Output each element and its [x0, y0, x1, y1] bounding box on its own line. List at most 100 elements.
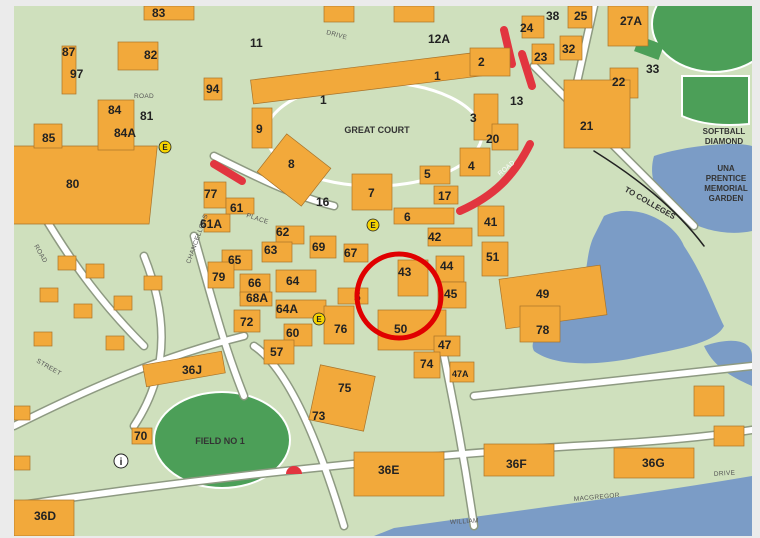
building-57[interactable] — [263, 339, 295, 365]
label-78: 78 — [536, 323, 550, 337]
building-s10[interactable] — [14, 455, 31, 471]
great-court-label: GREAT COURT — [344, 125, 410, 135]
building-21[interactable] — [563, 79, 631, 149]
building-68a[interactable] — [239, 291, 273, 307]
building-9[interactable] — [251, 107, 273, 149]
building-94[interactable] — [203, 77, 223, 101]
building-69[interactable] — [309, 235, 337, 259]
building-51[interactable] — [481, 241, 509, 277]
building-s4[interactable] — [73, 303, 93, 319]
label-43: 43 — [398, 265, 412, 279]
label-20: 20 — [486, 132, 500, 146]
building-41[interactable] — [477, 205, 505, 237]
building-80[interactable] — [14, 145, 158, 225]
building-36e[interactable] — [353, 451, 445, 497]
label-83: 83 — [152, 6, 166, 20]
label-84: 84 — [108, 103, 122, 117]
building-8[interactable] — [256, 133, 332, 207]
building-s7[interactable] — [143, 275, 163, 291]
info-icon[interactable] — [113, 453, 129, 469]
lift-icon[interactable] — [366, 218, 380, 232]
building-61a[interactable] — [203, 213, 231, 233]
building-5[interactable] — [419, 165, 451, 185]
label-8: 8 — [288, 157, 295, 171]
building-32[interactable] — [559, 35, 583, 61]
building-47[interactable] — [433, 335, 461, 357]
building-25[interactable] — [567, 6, 593, 29]
label-94: 94 — [206, 82, 220, 96]
building-64[interactable] — [275, 269, 317, 293]
label-9: 9 — [256, 122, 263, 136]
building-77[interactable] — [203, 181, 227, 209]
building-s9[interactable] — [14, 405, 31, 421]
building-6[interactable] — [393, 207, 455, 225]
building-87[interactable] — [61, 45, 77, 95]
building-23[interactable] — [531, 43, 555, 65]
label-25: 25 — [574, 9, 588, 23]
garden-label-2: PRENTICE — [706, 174, 747, 183]
lift-symbol: E — [316, 315, 322, 324]
building-s3[interactable] — [39, 287, 59, 303]
building-s13[interactable] — [323, 6, 355, 23]
building-s5[interactable] — [33, 331, 53, 347]
building-2[interactable] — [469, 47, 511, 77]
building-70[interactable] — [131, 427, 153, 445]
building-5b[interactable] — [337, 287, 369, 305]
building-24[interactable] — [521, 15, 545, 39]
label-22: 22 — [612, 75, 626, 89]
lift-icon[interactable] — [312, 312, 326, 326]
label-44: 44 — [440, 259, 454, 273]
building-75[interactable] — [308, 364, 376, 432]
building-44[interactable] — [435, 255, 465, 283]
building-42[interactable] — [427, 227, 473, 247]
building-27a[interactable] — [607, 6, 649, 47]
building-17[interactable] — [433, 185, 459, 205]
building-82[interactable] — [117, 41, 159, 71]
campus-map[interactable]: i E E E GREAT COURT FIELD NO 1 SOFTBALL … — [14, 6, 752, 536]
building-s1[interactable] — [57, 255, 77, 271]
building-79[interactable] — [207, 261, 235, 289]
lift-icon[interactable] — [158, 140, 172, 154]
building-s6[interactable] — [113, 295, 133, 311]
label-60: 60 — [286, 326, 300, 340]
building-4[interactable] — [459, 147, 491, 177]
label-77: 77 — [204, 187, 218, 201]
building-78[interactable] — [519, 305, 561, 343]
building-s14[interactable] — [393, 6, 435, 23]
lift-symbol: E — [162, 143, 168, 152]
building-47a[interactable] — [449, 361, 475, 383]
building-20[interactable] — [491, 123, 519, 151]
building-61[interactable] — [225, 197, 255, 215]
building-74[interactable] — [413, 351, 441, 379]
label-27a: 27A — [620, 14, 642, 28]
map-markers: i E E E — [113, 140, 380, 474]
label-38: 38 — [546, 9, 560, 23]
building-36f[interactable] — [483, 443, 555, 477]
building-s8[interactable] — [105, 335, 125, 351]
label-97: 97 — [70, 67, 84, 81]
label-1a: 1 — [320, 93, 327, 107]
road-label-drive-b: DRIVE — [714, 469, 736, 477]
label-7: 7 — [368, 186, 375, 200]
building-s12[interactable] — [713, 425, 745, 447]
label-50: 50 — [394, 322, 408, 336]
label-64a: 64A — [276, 302, 298, 316]
label-47a: 47A — [452, 369, 469, 379]
label-64: 64 — [286, 274, 300, 288]
building-36g[interactable] — [613, 447, 695, 479]
building-84[interactable] — [97, 99, 135, 151]
building-s11[interactable] — [693, 385, 725, 417]
building-63[interactable] — [261, 241, 293, 263]
building-7[interactable] — [351, 173, 393, 211]
label-69: 69 — [312, 240, 326, 254]
building-67[interactable] — [343, 243, 369, 263]
building-s2[interactable] — [85, 263, 105, 279]
building-36j[interactable] — [142, 350, 226, 388]
label-4: 4 — [468, 159, 475, 173]
building-43[interactable] — [397, 259, 429, 297]
building-83[interactable] — [143, 6, 195, 21]
building-36d[interactable] — [14, 499, 75, 536]
building-72[interactable] — [233, 309, 261, 333]
building-85[interactable] — [33, 123, 63, 149]
building-76[interactable] — [323, 305, 355, 345]
